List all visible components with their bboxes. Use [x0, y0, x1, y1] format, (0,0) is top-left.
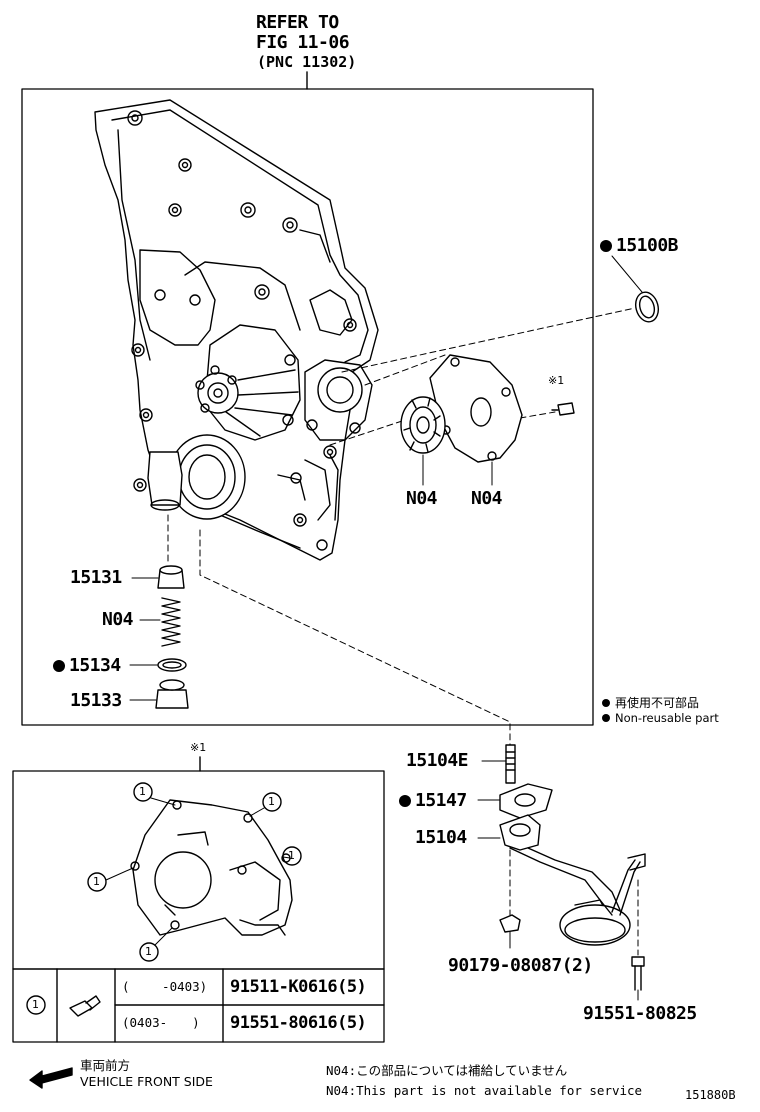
legend-en: Non-reusable part	[602, 712, 719, 725]
figure-id: 151880B	[685, 1088, 736, 1102]
nut-90179	[499, 914, 521, 949]
plug-15133	[129, 679, 189, 709]
o-ring-15100b	[634, 291, 660, 323]
part-15134[interactable]: 15134	[53, 657, 121, 675]
non-reusable-dot	[53, 660, 65, 672]
table-bolt-icon	[69, 995, 101, 1017]
part-n04-plate[interactable]: N04	[471, 488, 503, 509]
stud-15104e	[481, 744, 516, 784]
refer-line3: (PNC 11302)	[257, 53, 357, 71]
part-n04-rotor[interactable]: N04	[406, 488, 438, 509]
mark-1-small: ※1	[548, 374, 565, 387]
detail-mark: ※1	[190, 741, 207, 754]
note-en: N04:This part is not available for servi…	[326, 1083, 643, 1098]
table-row1-part[interactable]: 91511-K0616(5)	[230, 977, 367, 997]
part-15133[interactable]: 15133	[70, 690, 122, 711]
direction-en: VEHICLE FRONT SIDE	[80, 1074, 213, 1089]
timing-cover	[94, 99, 379, 561]
detail-plate	[87, 782, 302, 962]
part-15104[interactable]: 15104	[415, 827, 467, 848]
table-ref-circle	[26, 995, 46, 1015]
leader-pump-dash-1	[364, 354, 446, 386]
legend-ja: 再使用不可部品	[602, 697, 699, 709]
table-row2-range: (0403- )	[122, 1015, 200, 1030]
non-reusable-dot	[600, 240, 612, 252]
part-15100b[interactable]: 15100B	[600, 237, 679, 255]
table-row2-part[interactable]: 91551-80616(5)	[230, 1013, 367, 1033]
leader-15100b-dash	[341, 307, 636, 373]
vehicle-front-arrow	[29, 1067, 73, 1089]
detail-frame	[12, 770, 385, 1043]
small-bolt	[557, 402, 575, 416]
refer-line1: REFER TO	[256, 12, 339, 33]
leader-bolt-dash	[519, 411, 556, 419]
spring-n04	[139, 597, 181, 647]
part-15131[interactable]: 15131	[70, 567, 122, 588]
table-ref-1: 1	[32, 998, 39, 1011]
gasket-15147	[477, 783, 553, 819]
leader-strainer-dash	[199, 529, 511, 746]
relief-valve-15131	[131, 565, 185, 589]
callout-1b: 1	[268, 795, 275, 808]
direction-ja: 車両前方	[80, 1058, 131, 1073]
part-n04-spring[interactable]: N04	[102, 609, 134, 630]
part-90179[interactable]: 90179-08087(2)	[448, 955, 593, 976]
callout-1c: 1	[288, 849, 295, 862]
part-91551-80825[interactable]: 91551-80825	[583, 1003, 697, 1024]
oil-pump-plate	[429, 354, 523, 463]
callout-1d: 1	[93, 875, 100, 888]
leader-pump-dash-2	[329, 419, 406, 446]
table-row1-range: ( -0403)	[122, 979, 208, 994]
note-ja: N04:この部品については補給していません	[326, 1063, 568, 1078]
gasket-15134	[129, 658, 187, 672]
oil-strainer-15104	[477, 814, 646, 946]
part-15104e[interactable]: 15104E	[406, 750, 469, 771]
refer-line2: FIG 11-06	[256, 32, 350, 53]
bolt-91551-80825	[631, 956, 645, 1001]
part-15147[interactable]: 15147	[399, 792, 467, 810]
non-reusable-dot	[399, 795, 411, 807]
oil-pump-rotor	[400, 396, 446, 454]
callout-1e: 1	[145, 945, 152, 958]
callout-1a: 1	[139, 785, 146, 798]
